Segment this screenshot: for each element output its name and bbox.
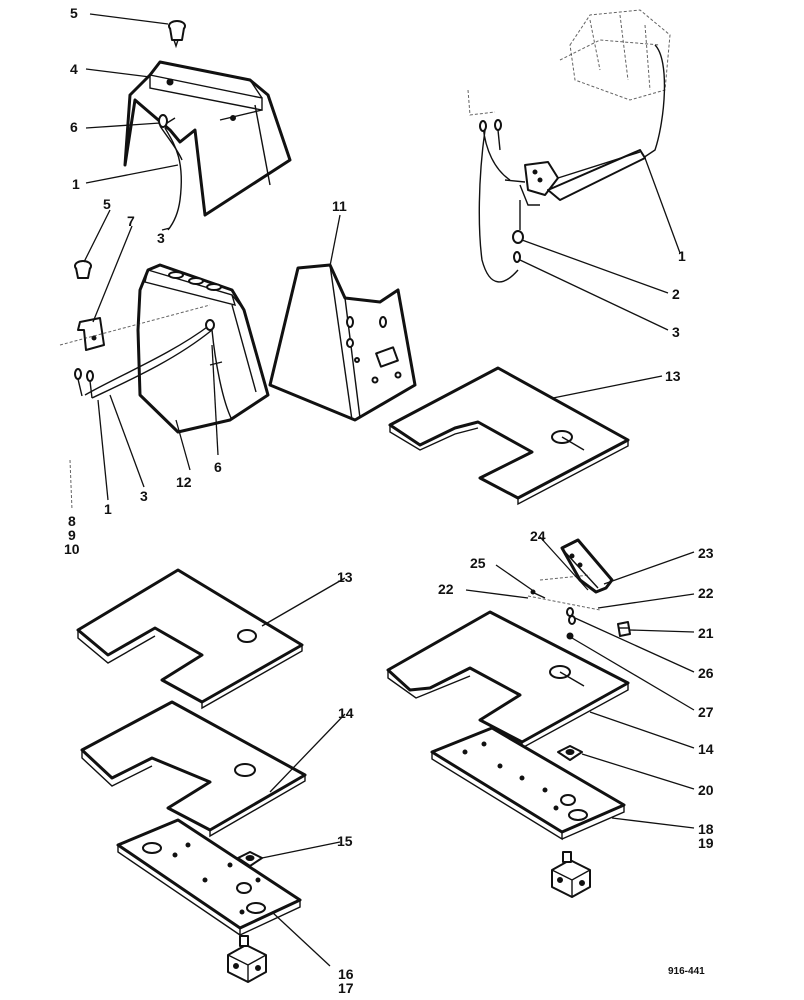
label-23: 23 — [698, 545, 714, 561]
label-26: 26 — [698, 665, 714, 681]
nut-27 — [566, 632, 574, 640]
label-8: 8 — [68, 513, 76, 529]
mounting-plate-16 — [116, 818, 302, 937]
cable-assembly-mid — [74, 319, 233, 421]
plate-14-left-hole — [234, 763, 256, 777]
wiring-top-right — [467, 89, 524, 283]
label-7: 7 — [127, 213, 135, 229]
mounting-plate-18 — [430, 726, 626, 841]
label-2: 2 — [672, 286, 680, 302]
drawing-code: 916-441 — [668, 966, 705, 977]
switch-6-top — [158, 114, 176, 128]
pedestal-11 — [268, 263, 417, 422]
pin-axis-24 — [539, 574, 591, 581]
upper-cover-housing — [123, 60, 292, 217]
label-24: 24 — [530, 528, 546, 544]
label-1-right: 1 — [678, 248, 686, 264]
floor-plate-14-right — [386, 610, 630, 744]
label-5-mid: 5 — [103, 196, 111, 212]
valve-right — [551, 851, 591, 898]
label-3-right: 3 — [672, 324, 680, 340]
label-5-top: 5 — [70, 5, 78, 21]
label-25: 25 — [470, 555, 486, 571]
plate-13-left-hole — [237, 629, 257, 643]
label-27: 27 — [698, 704, 714, 720]
label-20: 20 — [698, 782, 714, 798]
rail-bracket — [504, 149, 646, 206]
plate-13-right-hole — [551, 430, 585, 451]
label-6-top: 6 — [70, 119, 78, 135]
floor-plate-14-left — [80, 700, 307, 832]
floor-plate-13-left — [76, 568, 304, 704]
label-11: 11 — [332, 198, 347, 214]
pedal-23 — [560, 538, 614, 594]
bracket-7 — [77, 317, 105, 351]
label-6-mid: 6 — [214, 459, 222, 475]
label-18: 18 — [698, 821, 714, 837]
label-3-top: 3 — [157, 230, 165, 246]
bolt-21 — [617, 621, 631, 637]
valve-left — [227, 935, 267, 983]
label-3-mid: 3 — [140, 488, 148, 504]
leader-lines — [83, 13, 695, 967]
label-13-right: 13 — [665, 368, 681, 384]
label-14-right: 14 — [698, 741, 714, 757]
label-19: 19 — [698, 835, 714, 851]
dashed-guide-mid — [59, 304, 211, 346]
pin-axis-22 — [527, 595, 601, 611]
wire-top-3 — [164, 127, 182, 231]
label-10: 10 — [64, 541, 80, 557]
label-13-left: 13 — [337, 569, 353, 585]
lower-cover-housing — [136, 263, 270, 434]
label-14-left: 14 — [338, 705, 354, 721]
label-1-top: 1 — [72, 176, 80, 192]
label-21: 21 — [698, 625, 714, 641]
plate-14-right-hole — [549, 665, 585, 687]
label-22-left: 22 — [438, 581, 454, 597]
spring-26 — [566, 607, 576, 625]
knob-mid-5 — [74, 260, 92, 279]
label-12: 12 — [176, 474, 192, 490]
grommet-20 — [557, 745, 583, 761]
label-4: 4 — [70, 61, 78, 77]
callout-labels: 5 4 6 1 3 5 7 11 1 2 3 13 6 12 3 1 8 9 1… — [64, 5, 714, 996]
floor-plate-13-right — [388, 366, 630, 500]
label-15: 15 — [337, 833, 353, 849]
label-17: 17 — [338, 980, 354, 996]
seat-sketch — [559, 9, 671, 161]
wire-top-1 — [159, 125, 183, 161]
dashed-guide-8 — [69, 459, 73, 511]
knob-top-5 — [168, 20, 186, 49]
label-16: 16 — [338, 966, 354, 982]
label-22-right: 22 — [698, 585, 714, 601]
label-9: 9 — [68, 527, 76, 543]
label-1-mid: 1 — [104, 501, 112, 517]
